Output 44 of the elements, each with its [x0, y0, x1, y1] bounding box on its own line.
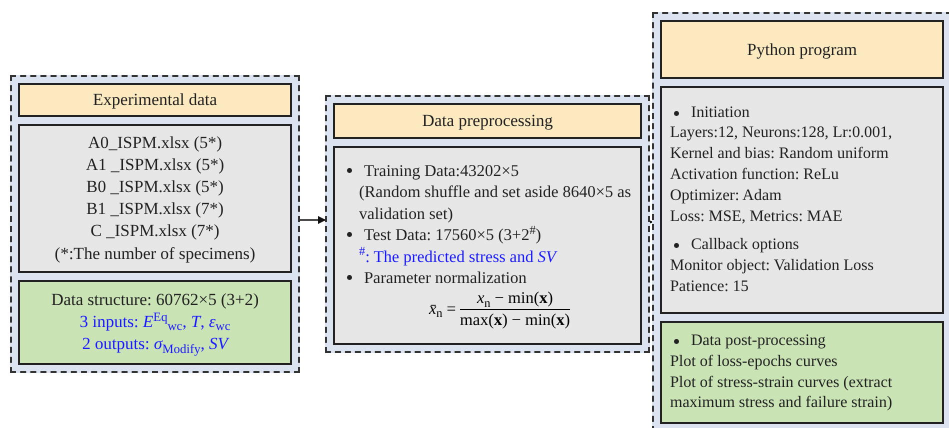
node-text: A1 _ISPM.xlsx (5*) [86, 154, 224, 176]
node-text: C _ISPM.xlsx (7*) [90, 220, 220, 242]
node-text: Data post-processing [691, 330, 826, 351]
formula-text: x̄$_{n}$ = [428, 298, 456, 322]
group-panel [10, 75, 300, 373]
content-box [333, 146, 642, 345]
node-text: 2 outputs: σ$_{Modify}$, SV [82, 333, 228, 356]
node-text: B1 _ISPM.xlsx (7*) [86, 198, 224, 220]
node-text: Callback options [691, 235, 799, 256]
node-text: Loss: MSE, Metrics: MAE [670, 206, 842, 227]
node-text: Optimizer: Adam [670, 186, 782, 206]
node-text: 3 inputs: E$^{Eq}$$_{wc}$, T, ε$_{wc}$ [80, 311, 230, 334]
node-text: Experimental data [92, 88, 218, 111]
node-text: Monitor object: Validation Loss [670, 256, 874, 276]
arrow [300, 216, 326, 224]
node-text: Kernel and bias: Random uniform [670, 144, 889, 164]
node-text: B0 _ISPM.xlsx (5*) [86, 176, 224, 198]
node-text: Layers:12, Neurons:128, Lr:0.001, [670, 123, 892, 144]
content-box [18, 124, 292, 273]
node-text: (Random shuffle and set aside 8640×5 as validation set) [358, 181, 632, 224]
node-text: $^{#}$: The predicted stress and SV [358, 246, 556, 268]
node-text: Initiation [691, 102, 750, 123]
content-box [660, 86, 944, 314]
node-text: Plot of loss-epochs curves [670, 352, 838, 372]
content-box [660, 321, 944, 424]
node-text: Data structure: 60762×5 (3+2) [51, 289, 259, 312]
node-text: (*:The number of specimens) [54, 242, 256, 265]
node-text: Plot of stress-strain curves (extract maximum stress and failure strain) [670, 372, 894, 414]
node-text: Activation function: ReLu [670, 165, 839, 186]
content-box [18, 280, 292, 365]
node-text: Parameter normalization [364, 267, 527, 288]
node-text: Training Data:43202×5 [364, 160, 519, 182]
node-text: Data preprocessing [422, 110, 553, 132]
node-text: Patience: 15 [670, 277, 749, 298]
formula-denominator: max(x) − min(x) [460, 310, 570, 331]
group-panel [652, 12, 949, 428]
group-panel [325, 95, 650, 353]
heading-box [660, 20, 944, 80]
heading-box [18, 83, 292, 117]
node-text: Test Data: 17560×5 (3+2$^{#}$) [364, 224, 542, 246]
heading-box [333, 103, 642, 139]
node-text: A0_ISPM.xlsx (5*) [88, 132, 222, 154]
node-text: Python program [746, 38, 858, 61]
formula-numerator: x$_{n}$ − min(x) [476, 288, 553, 310]
